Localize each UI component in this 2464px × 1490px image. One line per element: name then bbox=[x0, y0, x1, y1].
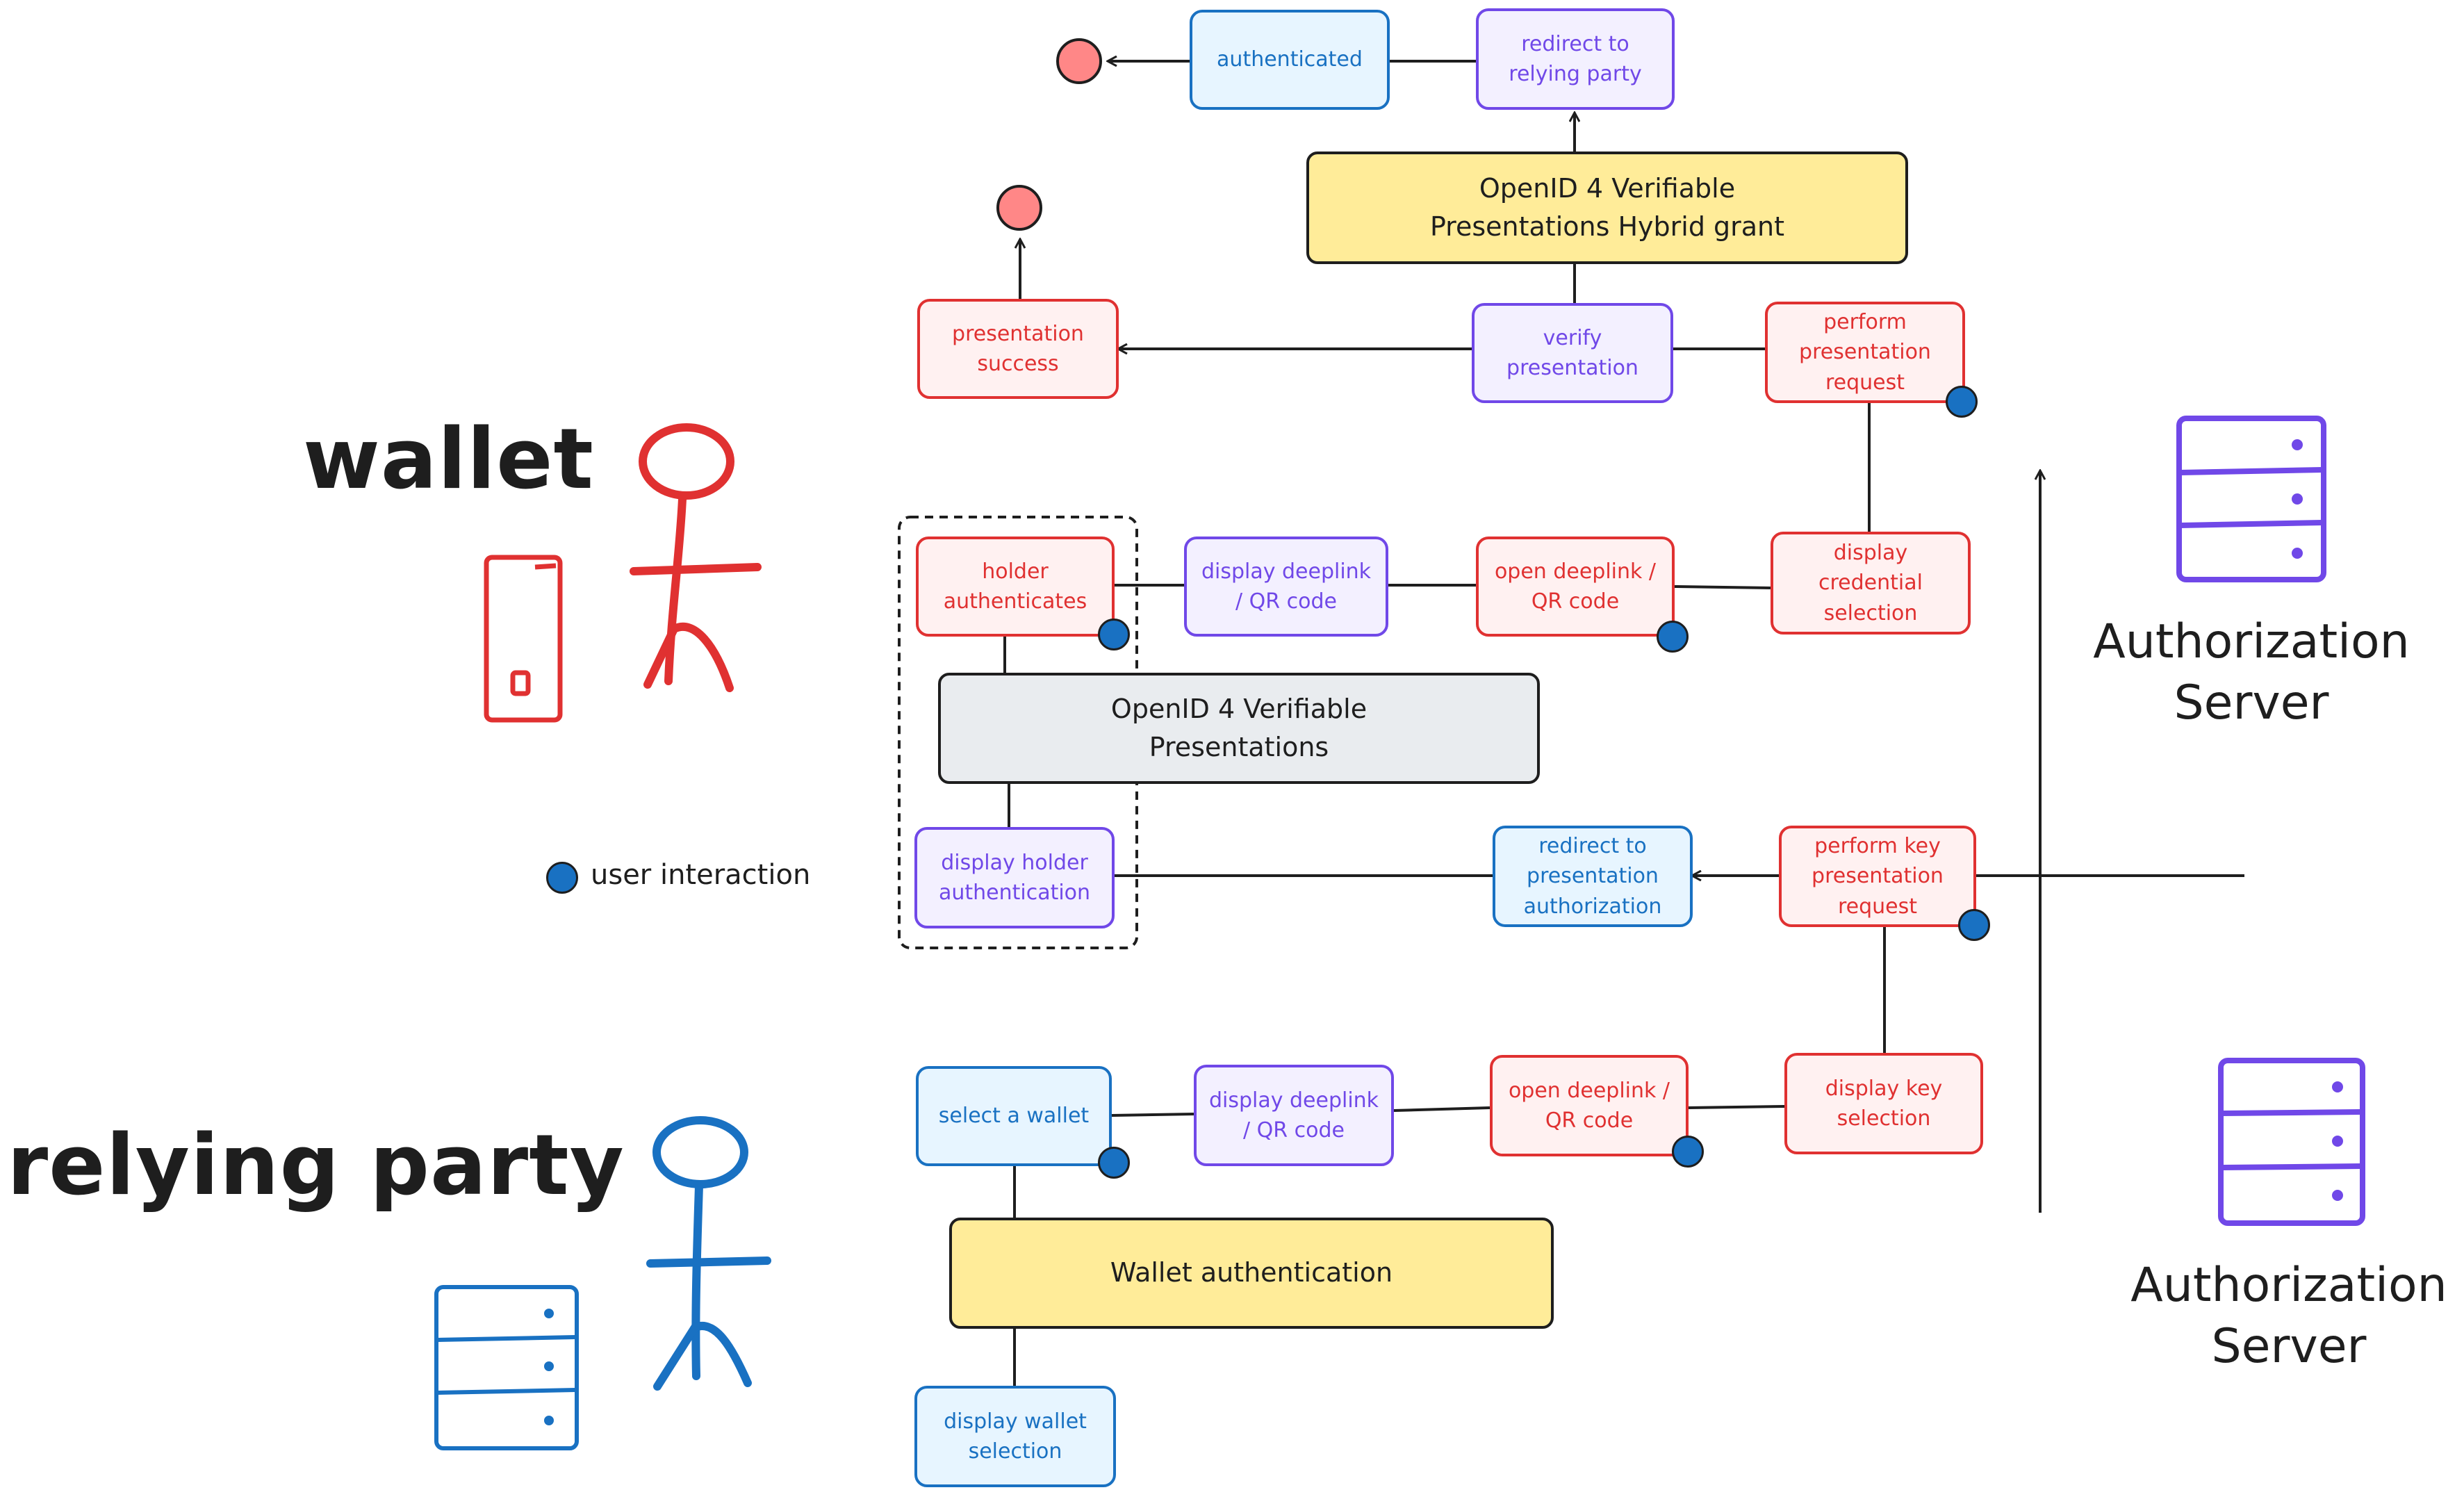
connector-open-to-selection bbox=[1674, 585, 1771, 589]
server-rack-icon bbox=[2218, 1058, 2365, 1226]
node-display-deeplink-qr-wallet[interactable]: display deeplink / QR code bbox=[1184, 537, 1388, 637]
relying-party-title: relying party bbox=[7, 1118, 625, 1214]
node-redirect-presentation-authorization[interactable]: redirect to presentation authorization bbox=[1493, 826, 1693, 927]
node-wallet-authentication[interactable]: Wallet authentication bbox=[949, 1218, 1554, 1329]
interaction-dot-icon bbox=[1672, 1136, 1704, 1168]
node-authenticated[interactable]: authenticated bbox=[1190, 10, 1390, 110]
node-perform-presentation-request[interactable]: perform presentation request bbox=[1765, 302, 1965, 403]
node-verify-presentation[interactable]: verify presentation bbox=[1472, 303, 1673, 403]
end-circle-icon bbox=[996, 185, 1042, 231]
interaction-dot-icon bbox=[1657, 621, 1689, 653]
node-display-holder-authentication[interactable]: display holder authentication bbox=[914, 827, 1115, 928]
node-openid-verifiable-presentations[interactable]: OpenID 4 Verifiable Presentations bbox=[938, 673, 1540, 784]
authorization-server-label: Authorization Server bbox=[2093, 614, 2410, 731]
wallet-actor-icon bbox=[630, 423, 762, 692]
interaction-dot-icon bbox=[1958, 909, 1990, 941]
server-rack-icon bbox=[434, 1285, 579, 1450]
interaction-dot-icon bbox=[1098, 1147, 1130, 1179]
wallet-group-frame bbox=[898, 516, 1138, 949]
connector-deeplink-to-open-rp bbox=[1393, 1106, 1490, 1112]
connectors bbox=[1003, 61, 2244, 1386]
node-open-deeplink-qr-wallet[interactable]: open deeplink / QR code bbox=[1476, 537, 1675, 637]
interaction-dot-icon bbox=[1098, 619, 1130, 650]
node-perform-key-presentation-request[interactable]: perform key presentation request bbox=[1779, 826, 1976, 927]
relying-party-actor-icon bbox=[646, 1116, 771, 1391]
interaction-dot-icon bbox=[1946, 386, 1978, 418]
server-rack-icon bbox=[2176, 416, 2326, 582]
interaction-dot-icon bbox=[546, 862, 578, 894]
connector-open-to-key-selection bbox=[1688, 1105, 1785, 1109]
node-holder-authenticates[interactable]: holder authenticates bbox=[916, 537, 1115, 637]
node-redirect-to-relying-party[interactable]: redirect to relying party bbox=[1476, 8, 1675, 110]
legend-user-interaction: user interaction bbox=[591, 859, 811, 891]
node-display-credential-selection[interactable]: display credential selection bbox=[1771, 532, 1971, 635]
wallet-title: wallet bbox=[303, 411, 594, 508]
node-select-a-wallet[interactable]: select a wallet bbox=[916, 1066, 1112, 1166]
node-display-wallet-selection[interactable]: display wallet selection bbox=[914, 1386, 1116, 1487]
authorization-server-label: Authorization Server bbox=[2130, 1258, 2447, 1375]
end-circle-icon bbox=[1056, 38, 1102, 84]
connector-select-to-deeplink bbox=[1111, 1113, 1194, 1117]
node-openid-hybrid-grant[interactable]: OpenID 4 Verifiable Presentations Hybrid… bbox=[1306, 152, 1908, 264]
node-display-deeplink-qr-rp[interactable]: display deeplink / QR code bbox=[1194, 1065, 1394, 1166]
node-presentation-success[interactable]: presentation success bbox=[917, 299, 1119, 399]
node-open-deeplink-qr-rp[interactable]: open deeplink / QR code bbox=[1490, 1055, 1689, 1156]
node-display-key-selection[interactable]: display key selection bbox=[1784, 1053, 1983, 1154]
phone-icon bbox=[484, 555, 563, 723]
